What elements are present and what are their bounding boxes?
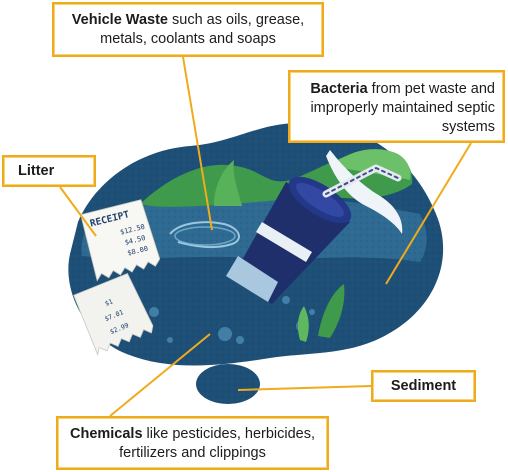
grass-blade [214,160,242,206]
receipt-front: RECEIPT $12.50 $4.50 $8.00 [80,199,161,282]
sea-plant-right-2 [297,306,309,342]
litter-heading: Litter [18,163,55,179]
callout-bacteria: Bacteria from pet waste and improperly m… [288,70,505,143]
cup-lower [226,256,278,302]
chemicals-text: like pesticides, herbicides, fertilizers… [119,426,316,461]
sediment-texture [196,364,260,404]
white-stream [326,150,403,234]
sediment-heading: Sediment [390,378,457,394]
cup-lid-rim [296,182,344,218]
straw-stripe [325,167,399,195]
callout-sediment: Sediment [371,370,476,402]
plastic-cup [226,164,402,304]
leader-vehicle-waste [182,56,213,231]
leader-lines [59,56,472,417]
bacteria-text: from pet waste and improperly maintained… [310,81,495,135]
bacteria-heading: Bacteria [310,81,368,97]
leader-chemicals [109,333,211,417]
leader-bacteria [385,142,472,285]
oil-sheen [174,226,236,246]
callout-chemicals: Chemicals like pesticides, herbicides, f… [56,416,329,470]
vehicle-waste-text: such as oils, grease, metals, coolants a… [100,12,305,47]
callout-vehicle-waste: Vehicle Waste such as oils, grease, meta… [52,2,324,57]
leader-litter [59,186,97,237]
leader-sediment [237,385,372,391]
cup-stripe [256,222,312,262]
callout-litter: Litter [2,155,96,187]
vehicle-waste-heading: Vehicle Waste [71,12,168,28]
chemicals-heading: Chemicals [69,426,143,442]
oil-swirl [169,221,240,249]
receipt-back: $1 $7.01 $2.99 [73,273,154,356]
receipt-back-line-1: $1 [104,297,114,307]
sea-plant-right [318,284,345,338]
